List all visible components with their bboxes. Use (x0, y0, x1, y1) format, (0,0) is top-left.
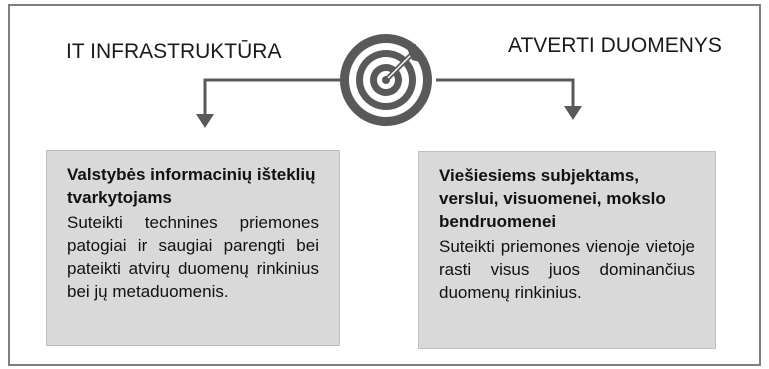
target-icon (340, 34, 432, 126)
left-info-box: Valstybės informacinių išteklių tvarkyto… (46, 150, 340, 346)
left-connector-line (203, 78, 344, 116)
right-connector-line (436, 78, 575, 108)
it-infrastructure-label: IT INFRASTRUKTŪRA (66, 40, 282, 63)
open-data-label: ATVERTI DUOMENYS (508, 34, 722, 57)
left-arrow-down-icon (196, 114, 214, 128)
right-box-title: Viešiesiems subjektams, verslui, visuome… (439, 166, 666, 231)
left-box-title: Valstybės informacinių išteklių tvarkyto… (67, 165, 316, 207)
left-box-body: Suteikti technines priemones patogiai ir… (67, 213, 319, 301)
right-arrow-down-icon (564, 106, 582, 120)
right-info-box: Viešiesiems subjektams, verslui, visuome… (418, 151, 716, 349)
right-box-body: Suteikti priemones vienoje vietoje rasti… (439, 237, 695, 302)
